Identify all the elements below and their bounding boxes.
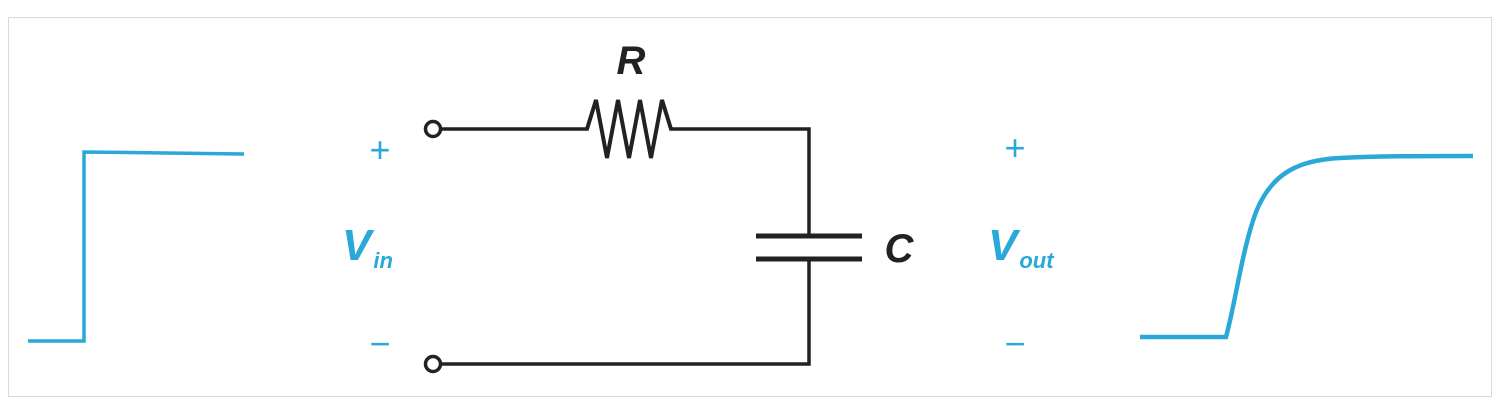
input-voltage-symbol: V — [342, 221, 375, 270]
input-voltage-subscript: in — [373, 248, 393, 273]
input-step-waveform — [28, 150, 245, 343]
input-terminal-bottom — [423, 354, 443, 374]
resistor-symbol — [585, 99, 673, 159]
capacitor-label: C — [885, 227, 915, 271]
output-voltage-label: Vout — [988, 221, 1055, 273]
input-voltage-label: Vin — [342, 221, 393, 273]
output-voltage-subscript: out — [1019, 248, 1055, 273]
output-voltage-symbol: V — [988, 221, 1021, 270]
diagram-frame — [8, 17, 1492, 397]
input-plus-sign: + — [369, 129, 390, 170]
output-charging-waveform — [1140, 153, 1474, 340]
resistor-label: R — [617, 39, 646, 83]
bottom-wire — [439, 257, 811, 366]
input-terminal-top — [423, 119, 443, 139]
output-plus-sign: + — [1004, 127, 1025, 168]
input-minus-sign: − — [369, 323, 390, 364]
output-minus-sign: − — [1004, 323, 1025, 364]
top-wire-right — [669, 127, 811, 238]
